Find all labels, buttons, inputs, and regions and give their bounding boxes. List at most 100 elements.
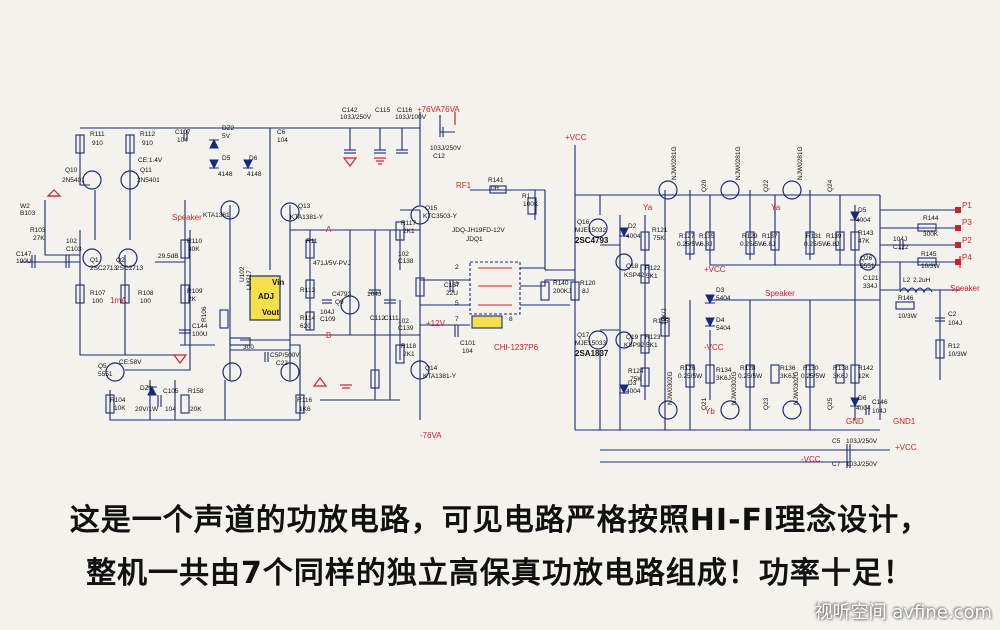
component-label: JDQ-JH19FD-12V [452, 227, 505, 234]
part-number-label: 2SA1837 [575, 349, 609, 358]
component-label: 104 [277, 137, 288, 144]
component-label: Q9 [335, 299, 344, 306]
component-label: DZ2 [222, 125, 235, 132]
component-label: 5404 [716, 295, 731, 302]
component-label: Q11 [140, 167, 152, 174]
component-label: Q10 [65, 167, 78, 174]
component-label: 1K6 [299, 406, 311, 413]
part-number-label: 2SC4793 [575, 236, 609, 245]
part-number-label: Vin [272, 278, 284, 287]
component-label: 104J [320, 309, 334, 316]
component-label: R107 [90, 290, 106, 297]
caption-line-2: 整机一共由7个同样的独立高保真功放电路组成！功率十足！ [86, 556, 914, 591]
component-label: R128 [740, 365, 756, 372]
component-label: R158 [188, 388, 204, 395]
component-label: R129 [742, 233, 758, 240]
component-label: C112 [370, 315, 385, 322]
component-label: D6 [249, 155, 258, 162]
component-label: R140 [553, 280, 569, 287]
component-label: 300 [243, 344, 254, 351]
component-label: 0R [491, 185, 500, 192]
net-label: P2 [962, 236, 972, 245]
component-label: R11 [306, 238, 318, 245]
component-label: KSP42 [624, 272, 645, 279]
component-label: 100U [192, 331, 208, 338]
component-label: 2N5401 [137, 177, 160, 184]
net-label: Speaker [172, 213, 202, 222]
component-label: KTA1381-Y [423, 373, 457, 380]
component-label: KTC3503-Y [423, 213, 458, 220]
component-label: 10K [114, 405, 126, 412]
net-label: -VCC [801, 455, 821, 464]
component-vertical-labels: NJW0281GQ20NJW0281GQ22NJW0281GQ24NJW0302… [201, 146, 834, 410]
net-label: -VCC [704, 343, 724, 352]
net-label: -76VA [438, 105, 460, 114]
component-label: 104J [367, 291, 381, 298]
component-label: C137 [444, 282, 460, 289]
component-label: 102 [66, 238, 77, 245]
net-label: +VCC [895, 443, 917, 452]
net-label: P4 [962, 253, 972, 262]
component-label: Q17 [577, 332, 590, 339]
component-label: 104 [462, 348, 473, 355]
net-label: P1 [962, 201, 972, 210]
component-label: C6 [277, 129, 286, 136]
component-label: 12K [858, 373, 870, 380]
component-label: C121 [863, 275, 879, 282]
net-label: Ya [771, 203, 781, 212]
component-label: R125 [653, 318, 669, 325]
component-label: 4148 [247, 171, 262, 178]
component-label: C103 [66, 246, 82, 253]
component-vertical-label: NJW0281G [671, 146, 678, 180]
component-label: 20K [190, 406, 202, 413]
component-label: R124 [628, 368, 644, 375]
component-label: R113 [300, 287, 315, 294]
component-label: C7 [832, 461, 841, 468]
component-label: 10/3W [898, 313, 918, 320]
component-label: R130 [803, 365, 819, 372]
component-label: C111 [384, 315, 399, 322]
component-label: 2SC2713 [90, 265, 117, 272]
component-label: 8J [582, 288, 589, 295]
component-label: 3K6J [716, 375, 731, 382]
component-label: Q15 [425, 205, 438, 212]
net-label: +VCC [704, 265, 726, 274]
component-vertical-label: 10K/J [661, 308, 668, 325]
component-vertical-label: Q20 [701, 179, 708, 192]
component-label: 334J [863, 283, 877, 290]
component-label: R143 [858, 230, 874, 237]
net-label: Ya [643, 203, 653, 212]
component-label: R109 [187, 288, 203, 295]
component-label: 103J/100V [395, 114, 427, 121]
component-label: 100U [16, 258, 32, 265]
component-label: D3 [716, 287, 725, 294]
net-label: 1mA [110, 296, 127, 305]
component-label: D4 [716, 317, 725, 324]
component-label: C109 [320, 316, 336, 323]
component-label: R141 [488, 177, 504, 184]
net-label: Speaker [950, 284, 980, 293]
component-label: 102 [398, 251, 409, 258]
part-number-label: ADJ [258, 292, 274, 301]
component-label: 6.8J [827, 241, 839, 248]
component-label: L2 [903, 277, 911, 284]
component-label: D6 [858, 395, 867, 402]
component-label: Q2 [116, 257, 125, 264]
schematic-transistors [82, 170, 877, 420]
net-label: +12V [426, 319, 446, 328]
component-label: 5V [222, 133, 231, 140]
component-label: R111 [90, 131, 105, 138]
component-label: R116 [297, 397, 312, 404]
net-label: Yb [705, 407, 715, 416]
net-label: B [326, 331, 331, 340]
component-label: 8 [509, 316, 513, 323]
component-label: 5551 [98, 371, 113, 378]
component-label: C115 [375, 107, 390, 114]
component-label: D5 [222, 155, 231, 162]
component-label: 4004 [626, 388, 641, 395]
component-label: KTA1381-Y [290, 214, 324, 221]
component-label: Q14 [425, 365, 438, 372]
component-label: C138 [398, 258, 414, 265]
component-label: 100 [92, 298, 103, 305]
